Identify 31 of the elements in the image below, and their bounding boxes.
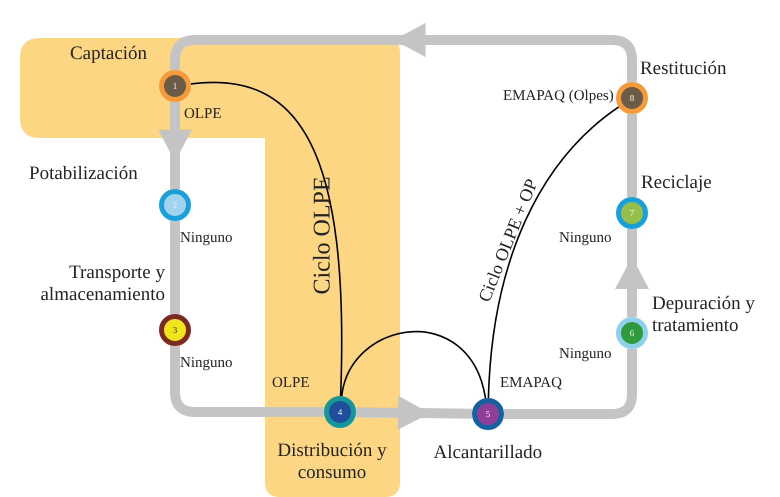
organization-label: Ninguno [559, 230, 612, 248]
stage-label: Potabilización [29, 163, 138, 185]
organization-label: OLPE [272, 375, 310, 392]
connector-line [190, 82, 342, 396]
stage-label: Depuración y tratamiento [652, 293, 756, 337]
organization-label: Ninguno [180, 355, 232, 372]
step-circle: 6 [616, 317, 648, 349]
flow-arrow [356, 396, 472, 430]
organization-label: EMAPAQ [500, 375, 562, 392]
edge-label: Ciclo OLPE + OP [474, 176, 542, 304]
organization-label: EMAPAQ (Olpes) [503, 88, 614, 106]
organization-label: Ninguno [559, 346, 612, 364]
stage-label: Reciclaje [641, 172, 712, 194]
flow-arrow [158, 102, 192, 189]
connector-line [488, 106, 620, 398]
step-circle: 5 [472, 398, 504, 430]
edge-label: Ciclo OLPE [310, 176, 336, 294]
organization-label: Ninguno [180, 230, 232, 248]
step-circle: 3 [159, 314, 191, 346]
organization-label: OLPE [184, 106, 222, 124]
stage-label: Alcantarillado [434, 442, 542, 464]
stage-label: Captación [70, 43, 148, 65]
connector-line [340, 331, 486, 398]
flow-arrow [170, 23, 637, 82]
stage-label: Transporte y almacenamiento [40, 262, 165, 306]
step-circle: 2 [159, 189, 191, 221]
flow-arrow [615, 229, 649, 317]
stage-label: Restitución [640, 58, 727, 80]
stage-label: Distribución y consumo [276, 440, 388, 484]
step-circle: 7 [616, 197, 648, 229]
step-circle: 8 [616, 82, 648, 114]
